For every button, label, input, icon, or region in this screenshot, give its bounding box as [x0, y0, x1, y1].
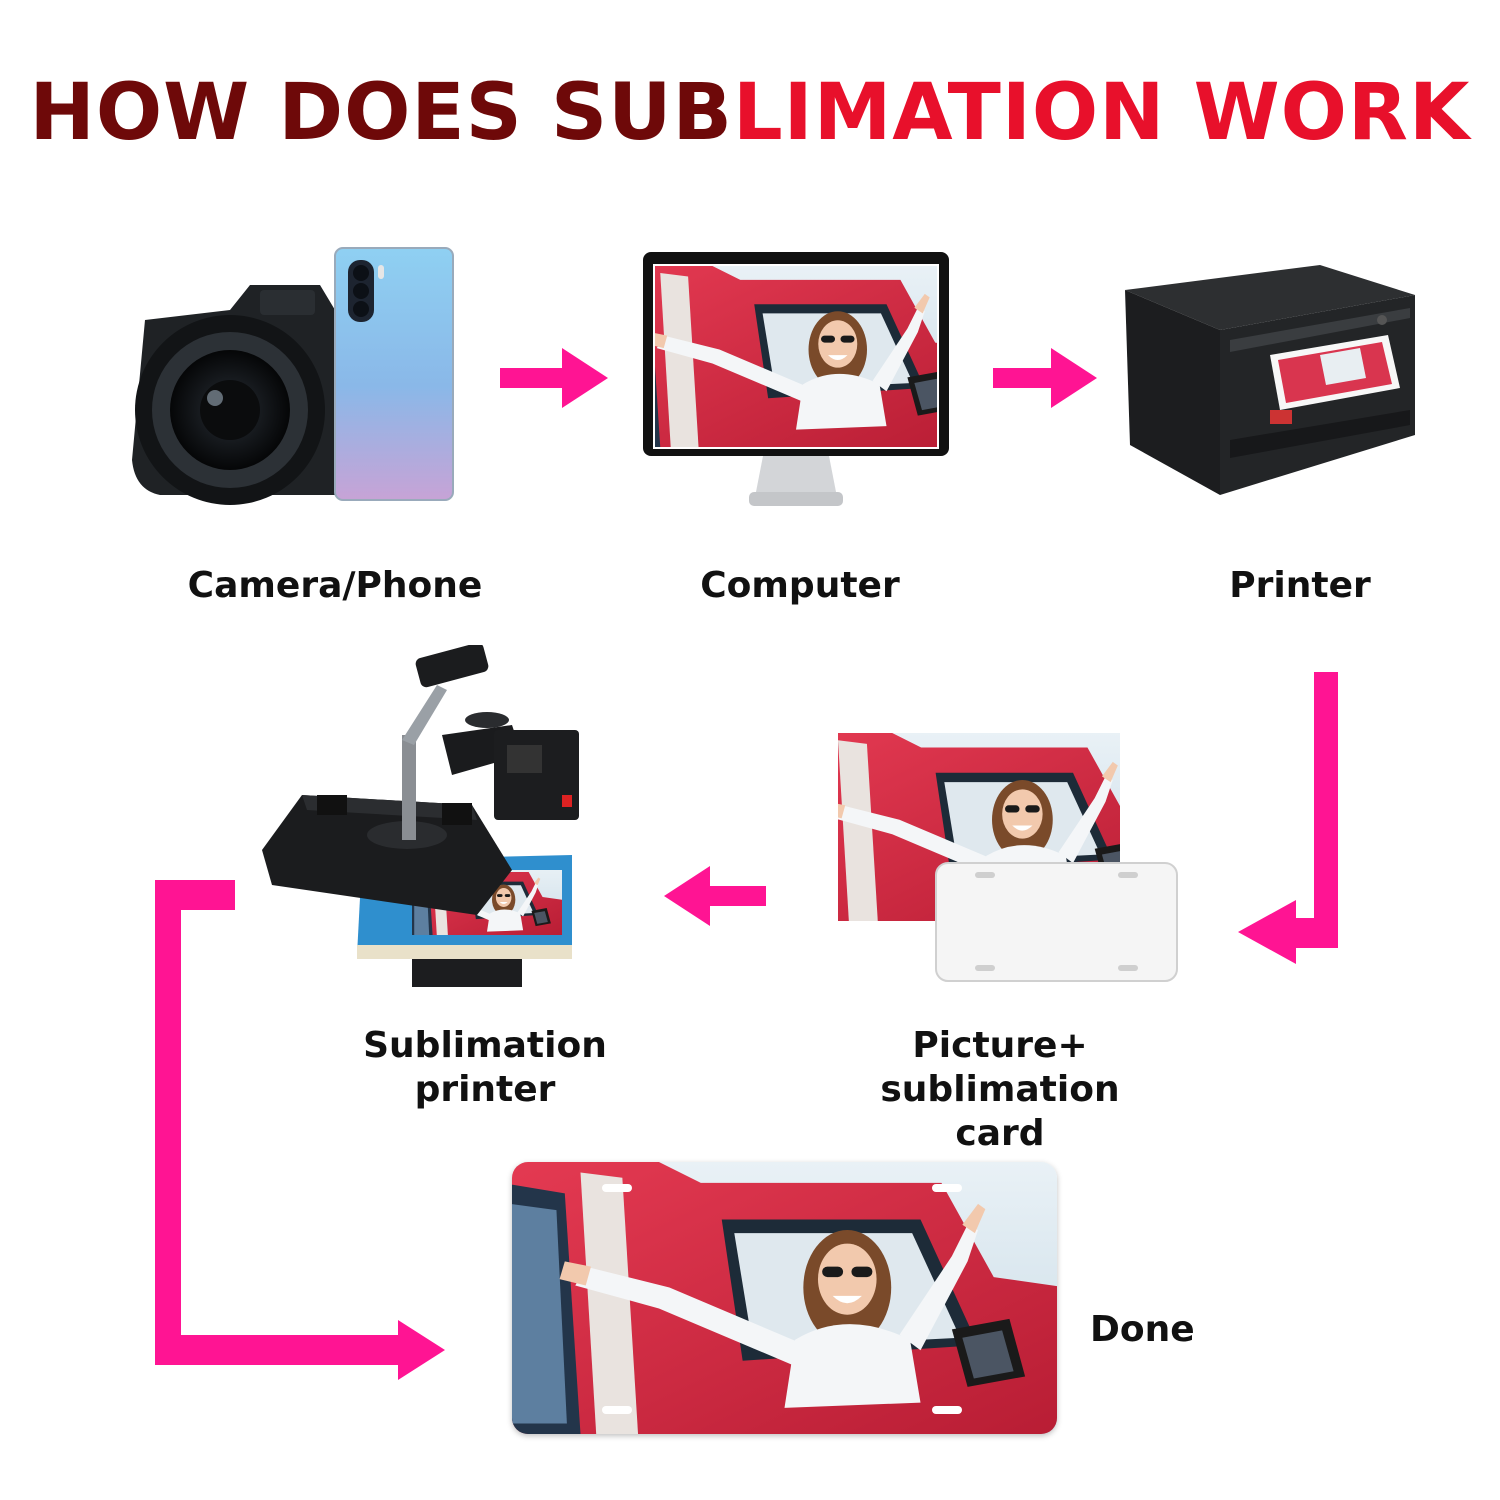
- step-label-camera: Camera/Phone: [187, 565, 483, 606]
- arrow-down-left-icon: [1238, 672, 1338, 964]
- heat-press-icon: [262, 642, 592, 990]
- monitor-icon: [643, 252, 949, 508]
- step-label-heat-press: Sublimation printer: [363, 1025, 607, 1110]
- finished-plate-icon: [512, 1162, 1057, 1434]
- blank-card-icon: [935, 862, 1178, 982]
- step-label-done: Done: [1090, 1309, 1195, 1350]
- title-part-dark: HOW DOES SUB: [29, 68, 733, 158]
- arrow-right-icon: [993, 348, 1097, 408]
- camera-phone-icon: [120, 240, 460, 510]
- arrow-path-to-done-icon: [155, 880, 445, 1380]
- title-part-red: LIMATION WORK: [732, 68, 1471, 158]
- step-label-printer: Printer: [1229, 565, 1371, 606]
- page-title: HOW DOES SUBLIMATION WORK: [0, 58, 1500, 168]
- arrow-right-icon: [500, 348, 608, 408]
- step-label-computer: Computer: [700, 565, 900, 606]
- step-label-card: Picture+ sublimation card: [880, 1025, 1120, 1154]
- arrow-left-icon: [664, 866, 766, 926]
- printer-icon: [1120, 260, 1420, 500]
